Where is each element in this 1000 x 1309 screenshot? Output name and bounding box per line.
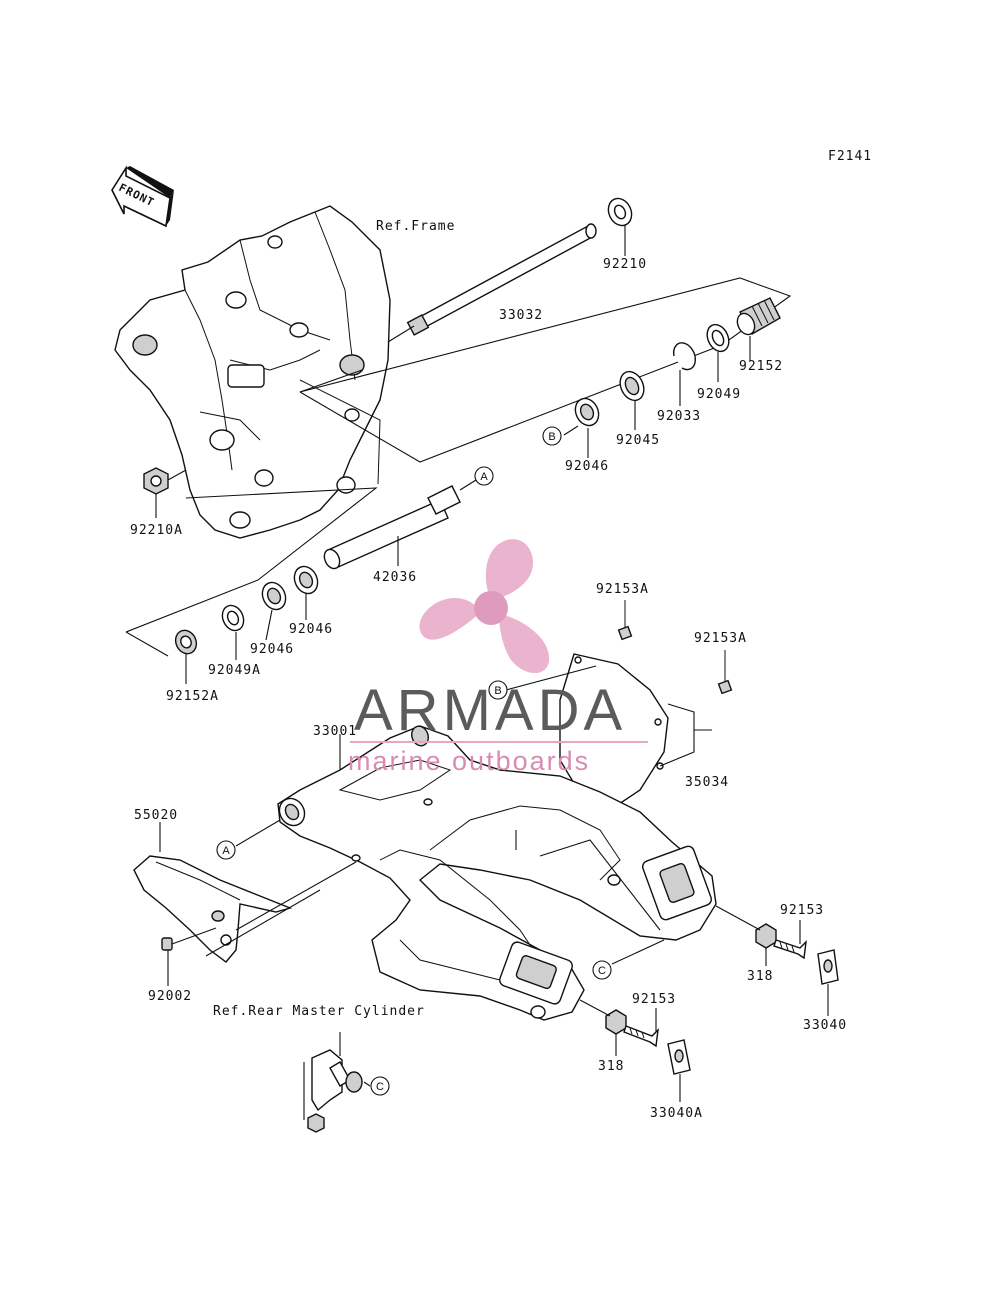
bearing-92046-a bbox=[293, 565, 319, 595]
nut-318-2 bbox=[605, 1009, 627, 1035]
nut-92210a bbox=[143, 467, 169, 495]
part-label-318-2: 318 bbox=[598, 1059, 624, 1074]
armada-logo bbox=[419, 539, 550, 674]
collar-42036 bbox=[323, 485, 461, 570]
swingarm-33001 bbox=[277, 725, 717, 1021]
part-label-92152: 92152 bbox=[739, 359, 783, 374]
frame-drawing bbox=[114, 205, 391, 539]
bolt-92153a-2 bbox=[717, 650, 733, 695]
part-label-55020: 55020 bbox=[134, 808, 178, 823]
nut-318-1 bbox=[755, 923, 777, 949]
part-label-33040: 33040 bbox=[803, 1018, 847, 1033]
callout-a-top bbox=[474, 466, 494, 486]
part-label-92046-a: 92046 bbox=[289, 622, 333, 637]
svg-text:A: A bbox=[222, 845, 230, 857]
bearing-92046-b bbox=[261, 581, 287, 611]
bolt-92153-1 bbox=[773, 939, 807, 960]
part-label-35034: 35034 bbox=[685, 775, 729, 790]
dust-seal-92152a bbox=[174, 629, 198, 655]
ref-frame-label: Ref.Frame bbox=[376, 219, 455, 234]
part-label-92049: 92049 bbox=[697, 387, 741, 402]
callout-c-lower bbox=[592, 960, 612, 980]
callout-b-top bbox=[542, 426, 562, 446]
master-cylinder-bracket bbox=[307, 1049, 363, 1133]
callout-c-bracket bbox=[370, 1076, 390, 1096]
figure-code: F2141 bbox=[828, 149, 872, 164]
part-label-92210a: 92210A bbox=[130, 523, 183, 538]
callout-b-lower bbox=[488, 680, 508, 700]
part-label-92046-b: 92046 bbox=[250, 642, 294, 657]
part-label-33032: 33032 bbox=[499, 308, 543, 323]
part-label-92210: 92210 bbox=[603, 257, 647, 272]
svg-text:C: C bbox=[376, 1081, 384, 1093]
bearing-92046-top bbox=[574, 397, 600, 427]
part-label-33040a: 33040A bbox=[650, 1106, 703, 1121]
adjuster-33040a bbox=[667, 1039, 691, 1075]
part-label-92046-top: 92046 bbox=[565, 459, 609, 474]
svg-text:C: C bbox=[598, 965, 606, 977]
part-label-92153a-2: 92153A bbox=[694, 631, 747, 646]
circlip-92033 bbox=[672, 342, 697, 371]
svg-text:B: B bbox=[548, 431, 555, 443]
adjuster-33040 bbox=[817, 949, 839, 985]
part-label-92045: 92045 bbox=[616, 433, 660, 448]
part-label-42036: 42036 bbox=[373, 570, 417, 585]
part-label-92153a-1: 92153A bbox=[596, 582, 649, 597]
bolt-92153a-1 bbox=[617, 600, 633, 641]
svg-text:B: B bbox=[494, 685, 501, 697]
bolt-92002 bbox=[161, 927, 217, 951]
bolt-92153-2 bbox=[623, 1025, 659, 1048]
watermark-brand: ARMADA bbox=[354, 678, 626, 743]
part-label-92033: 92033 bbox=[657, 409, 701, 424]
part-label-92152a: 92152A bbox=[166, 689, 219, 704]
dust-seal-92152 bbox=[736, 297, 781, 336]
pivot-shaft-33032 bbox=[406, 223, 597, 336]
part-label-92153-2: 92153 bbox=[632, 992, 676, 1007]
chain-cover-55020 bbox=[133, 855, 293, 963]
callout-a-lower bbox=[216, 840, 236, 860]
seal-92049a bbox=[221, 604, 245, 632]
part-label-92153-1: 92153 bbox=[780, 903, 824, 918]
part-label-33001: 33001 bbox=[313, 724, 357, 739]
bearing-92045 bbox=[619, 370, 645, 402]
svg-text:A: A bbox=[480, 471, 488, 483]
part-label-318-1: 318 bbox=[747, 969, 773, 984]
seal-92049 bbox=[706, 323, 730, 353]
part-label-92002: 92002 bbox=[148, 989, 192, 1004]
part-label-92049a: 92049A bbox=[208, 663, 261, 678]
watermark-tagline: marine outboards bbox=[348, 746, 590, 776]
ref-rear-master-cylinder-label: Ref.Rear Master Cylinder bbox=[213, 1004, 425, 1019]
ring-92210 bbox=[607, 197, 633, 227]
front-arrow-icon: FRONT bbox=[111, 165, 174, 228]
